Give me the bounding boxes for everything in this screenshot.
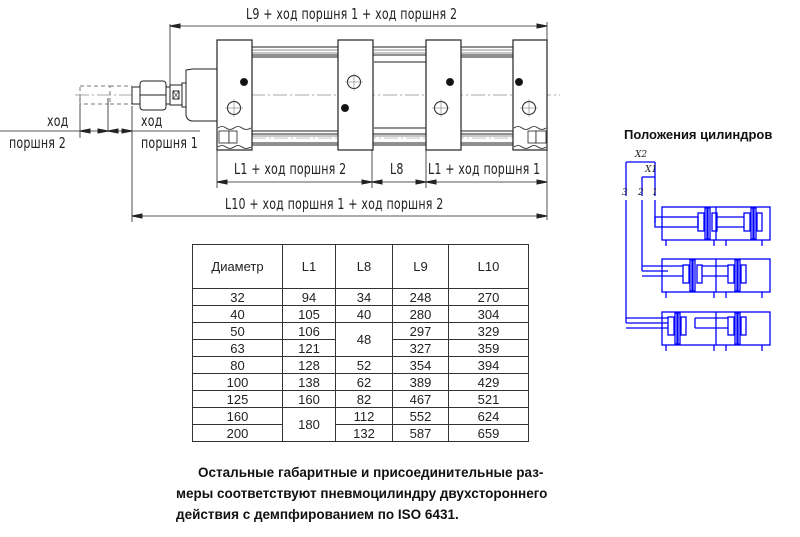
cell-l8: 132 (335, 424, 393, 442)
cell-l10: 429 (448, 373, 529, 391)
position-1-label: 1 (652, 188, 658, 198)
cell-l8: 62 (335, 373, 393, 391)
cell-l1-merged: 180 (282, 407, 336, 442)
cell-l10: 624 (448, 407, 529, 425)
cell-l9: 280 (392, 305, 449, 323)
cell-l8: 112 (335, 407, 393, 425)
dim-l8-label: L8 (390, 160, 404, 178)
cell-l1: 128 (282, 356, 336, 374)
cell-l8: 40 (335, 305, 393, 323)
cell-l1: 160 (282, 390, 336, 408)
dimensions-table: Диаметр L1 L8 L9 L10 32 94 34 248 270 40… (192, 244, 529, 442)
position-3-label: 3 (622, 188, 628, 198)
cell-diameter: 63 (192, 339, 283, 357)
cell-l9: 389 (392, 373, 449, 391)
cell-diameter: 50 (192, 322, 283, 340)
cell-l8: 82 (335, 390, 393, 408)
cell-l9: 248 (392, 288, 449, 306)
cell-diameter: 125 (192, 390, 283, 408)
cell-diameter: 40 (192, 305, 283, 323)
header-l1: L1 (282, 244, 336, 289)
cell-l8: 34 (335, 288, 393, 306)
header-l9: L9 (392, 244, 449, 289)
cell-diameter: 100 (192, 373, 283, 391)
cell-l9: 354 (392, 356, 449, 374)
cell-l1: 121 (282, 339, 336, 357)
table-row: 160 180 112 552 624 (192, 407, 529, 442)
cell-l1: 138 (282, 373, 336, 391)
cell-l1: 94 (282, 288, 336, 306)
cell-diameter: 32 (192, 288, 283, 306)
stroke1-bottom-label: поршня 1 (141, 134, 198, 152)
cell-l10: 521 (448, 390, 529, 408)
table-row: 32 94 34 248 270 (192, 288, 529, 306)
cell-l9: 552 (392, 407, 449, 425)
cell-l8-merged: 48 (335, 322, 393, 357)
cell-l9: 467 (392, 390, 449, 408)
note-line-1: Остальные габаритные и присоединительные… (198, 465, 544, 480)
dim-l1-right-label: L1 + ход поршня 1 (428, 160, 541, 178)
header-l8: L8 (335, 244, 393, 289)
cell-diameter: 80 (192, 356, 283, 374)
cell-l9: 297 (392, 322, 449, 340)
note-line-2: меры соответствуют пневмоцилиндру двухст… (176, 486, 548, 501)
x1-label: X1 (645, 165, 658, 175)
stroke2-top-label: ход (47, 112, 69, 130)
table-row: 200 132 587 659 (192, 424, 529, 442)
dim-l10-label: L10 + ход поршня 1 + ход поршня 2 (225, 195, 444, 213)
cell-l10: 394 (448, 356, 529, 374)
cell-l10: 270 (448, 288, 529, 306)
position-2-label: 2 (638, 188, 644, 198)
cell-l1: 105 (282, 305, 336, 323)
cell-l9: 327 (392, 339, 449, 357)
cell-diameter: 200 (192, 424, 283, 442)
x2-label: X2 (635, 150, 648, 160)
cell-l10: 359 (448, 339, 529, 357)
cell-diameter: 160 (192, 407, 283, 425)
cell-l8: 52 (335, 356, 393, 374)
cell-l10: 659 (448, 424, 529, 442)
stroke2-bottom-label: поршня 2 (9, 134, 66, 152)
cell-l10: 329 (448, 322, 529, 340)
cell-l1: 106 (282, 322, 336, 340)
cell-l9: 587 (392, 424, 449, 442)
stroke1-top-label: ход (141, 112, 163, 130)
header-l10: L10 (448, 244, 529, 289)
table-header-row: Диаметр L1 L8 L9 L10 (192, 244, 529, 289)
table-row: 40 105 40 280 304 (192, 305, 529, 323)
cell-l10: 304 (448, 305, 529, 323)
table-row: 50 106 48 297 329 (192, 322, 529, 357)
header-diameter: Диаметр (192, 244, 283, 289)
note-line-3: действия с демпфированием по ISO 6431. (176, 507, 459, 522)
table-row: 100 138 62 389 429 (192, 373, 529, 391)
positions-title: Положения цилиндров (624, 127, 773, 142)
dim-l1-left-label: L1 + ход поршня 2 (234, 160, 347, 178)
table-row: 80 128 52 354 394 (192, 356, 529, 374)
table-row: 125 160 82 467 521 (192, 390, 529, 408)
note-paragraph: Остальные габаритные и присоединительные… (176, 462, 596, 525)
dim-l9-label: L9 + ход поршня 1 + ход поршня 2 (246, 5, 458, 23)
